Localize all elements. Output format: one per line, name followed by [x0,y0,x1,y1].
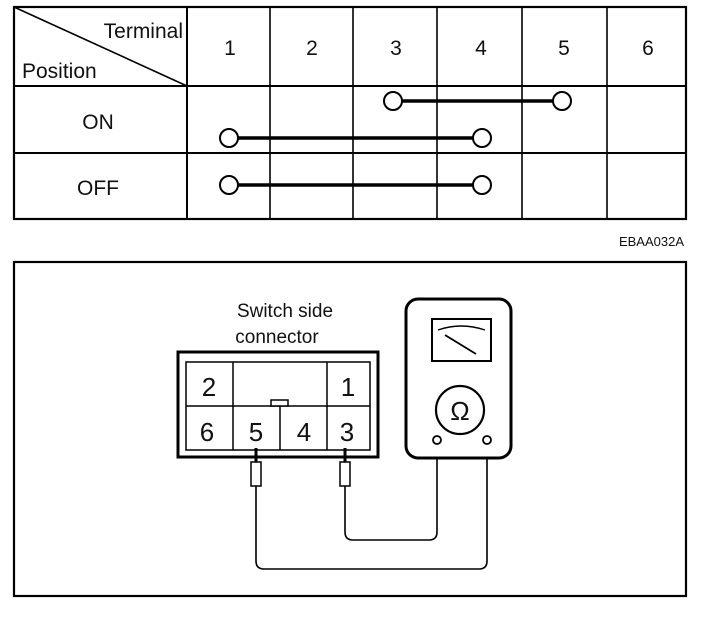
connector-pin-4: 4 [297,417,311,447]
row-label-on: ON [82,111,114,134]
probe-pin-5 [250,448,262,487]
ohm-symbol: Ω [450,396,469,426]
on-connection-1-4 [219,128,492,148]
ohm-dial-icon [434,384,486,436]
terminal-header-5: 5 [558,37,570,60]
figure-code: EBAA032A [619,234,684,249]
connector-label-line2: connector [235,327,319,348]
connector-pin-6: 6 [200,417,214,447]
on-connection-3-5 [383,91,572,111]
corner-position-label: Position [22,60,97,83]
switch-side-connector [176,350,380,459]
terminal-header-1: 1 [224,37,236,60]
test-lead-pin3-to-meter [344,443,438,541]
row-label-off: OFF [77,177,119,200]
table-border [12,5,688,221]
connector-pin-5: 5 [249,417,263,447]
terminal-header-4: 4 [475,37,487,60]
meter-needle [444,334,477,355]
meter-jack-left [432,435,442,445]
test-lead-pin5-to-meter [255,443,488,570]
ohmmeter: Ω [404,297,513,460]
off-connection-1-4 [219,175,492,195]
diagram-border [12,260,688,598]
connector-pin-2: 2 [202,372,216,402]
connector-pin-1: 1 [341,372,355,402]
terminal-continuity-table: Terminal Position 1 2 3 4 5 6 ON OFF [12,5,688,221]
terminal-header-2: 2 [306,37,318,60]
meter-jack-right [482,435,492,445]
connector-pin-3: 3 [340,417,354,447]
corner-diagonal [13,6,188,87]
terminal-header-3: 3 [390,37,402,60]
connector-label-line1: Switch side [237,301,333,322]
terminal-header-6: 6 [642,37,654,60]
probe-pin-3 [339,448,351,487]
corner-terminal-label: Terminal [104,20,183,43]
